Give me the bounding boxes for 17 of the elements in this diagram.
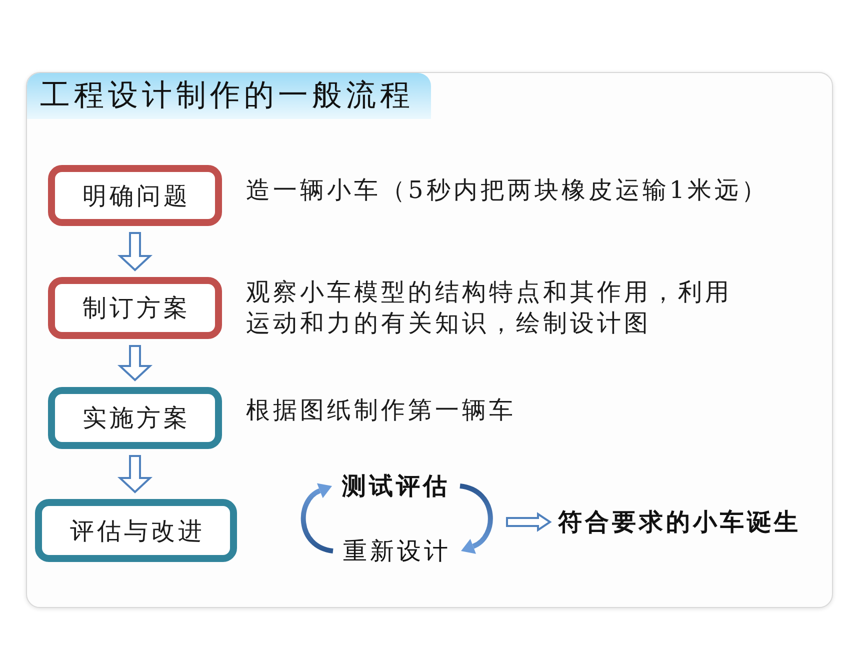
process-box: 明确问题 bbox=[48, 165, 222, 226]
step-label: 测试评估 bbox=[342, 471, 450, 501]
process-box: 实施方案 bbox=[48, 387, 222, 449]
result-label: 符合要求的小车诞生 bbox=[558, 507, 801, 537]
step-description: 观察小车模型的结构特点和其作用，利用运动和力的有关知识，绘制设计图 bbox=[246, 277, 733, 339]
curved-arrow bbox=[459, 484, 493, 554]
process-box: 制订方案 bbox=[48, 277, 222, 339]
step-label: 重新设计 bbox=[343, 536, 451, 566]
title-banner: 工程设计制作的一般流程 bbox=[27, 73, 431, 119]
hollow-arrow bbox=[117, 232, 153, 272]
process-box: 评估与改进 bbox=[35, 499, 237, 562]
hollow-arrow bbox=[117, 455, 153, 494]
curved-arrow bbox=[300, 484, 334, 554]
hollow-arrow bbox=[506, 512, 552, 532]
hollow-arrow bbox=[117, 345, 153, 382]
step-description: 造一辆小车（5秒内把两块橡皮运输1米远） bbox=[246, 175, 769, 206]
step-description: 根据图纸制作第一辆车 bbox=[246, 395, 516, 426]
